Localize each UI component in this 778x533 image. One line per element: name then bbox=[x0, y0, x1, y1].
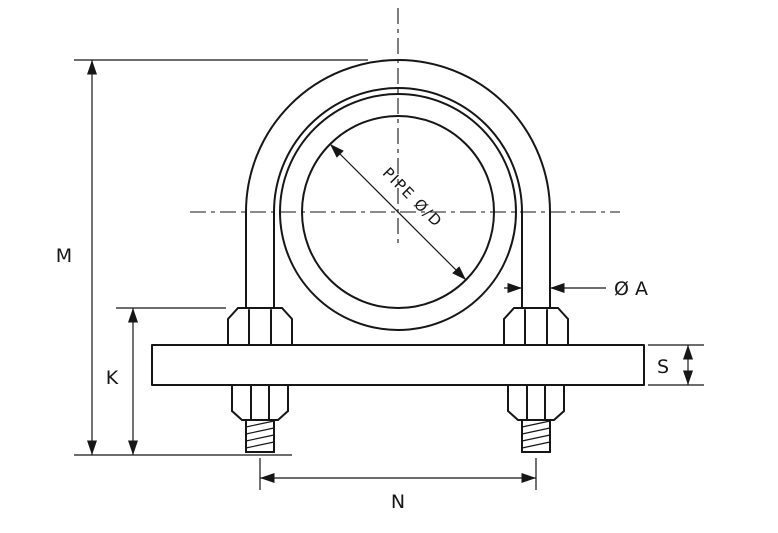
hex-nut-bottom-left bbox=[231, 384, 289, 421]
pipe-diameter-label: PIPE Ø/D bbox=[379, 164, 446, 231]
dim-k-label: K bbox=[106, 367, 119, 389]
dimension-n: N bbox=[259, 458, 537, 513]
dim-n-extension-lines bbox=[259, 458, 537, 490]
dim-a-label: Ø A bbox=[614, 278, 648, 300]
hex-nut-top-left bbox=[227, 307, 293, 346]
dimension-k: K bbox=[106, 307, 226, 455]
hex-nut-top-right bbox=[503, 307, 569, 346]
threaded-stud-left bbox=[245, 419, 275, 453]
pipe-diameter-line bbox=[329, 143, 467, 281]
dim-m-label: M bbox=[56, 245, 72, 267]
dimension-rod-diameter: Ø A bbox=[504, 278, 648, 300]
hex-nut-bottom-right bbox=[507, 384, 565, 421]
dim-s-extension-lines bbox=[648, 344, 704, 386]
base-plate bbox=[151, 344, 645, 386]
threaded-stud-right bbox=[521, 419, 551, 453]
dimension-m: M bbox=[56, 59, 368, 456]
dim-s-label: S bbox=[657, 356, 669, 378]
dimension-s: S bbox=[648, 344, 704, 386]
dim-n-label: N bbox=[391, 491, 405, 513]
